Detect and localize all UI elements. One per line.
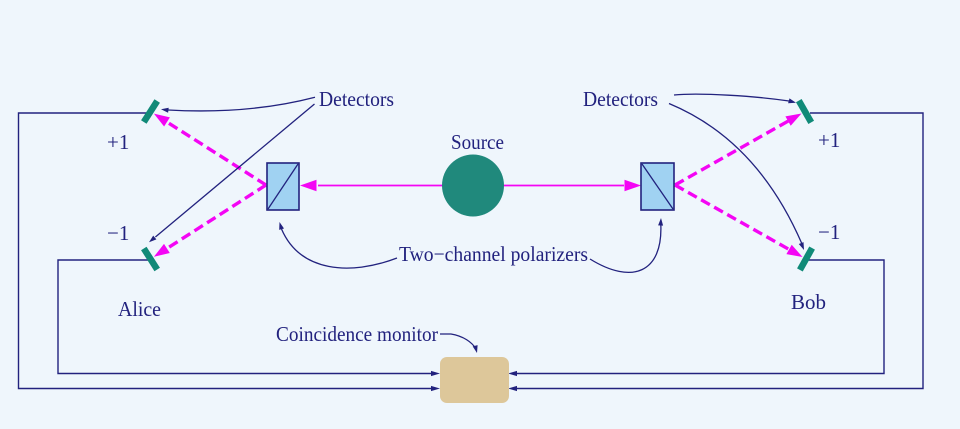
- svg-text:Alice: Alice: [118, 297, 161, 321]
- svg-text:+1: +1: [107, 130, 129, 154]
- svg-text:+1: +1: [818, 128, 840, 152]
- svg-text:Two−channel polarizers: Two−channel polarizers: [399, 242, 588, 266]
- svg-text:Detectors: Detectors: [319, 87, 394, 111]
- svg-text:−1: −1: [107, 221, 129, 245]
- svg-text:−1: −1: [818, 220, 840, 244]
- svg-text:Detectors: Detectors: [583, 87, 658, 111]
- svg-text:Coincidence monitor: Coincidence monitor: [276, 322, 438, 346]
- svg-text:Source: Source: [451, 130, 504, 154]
- svg-text:Bob: Bob: [791, 290, 826, 314]
